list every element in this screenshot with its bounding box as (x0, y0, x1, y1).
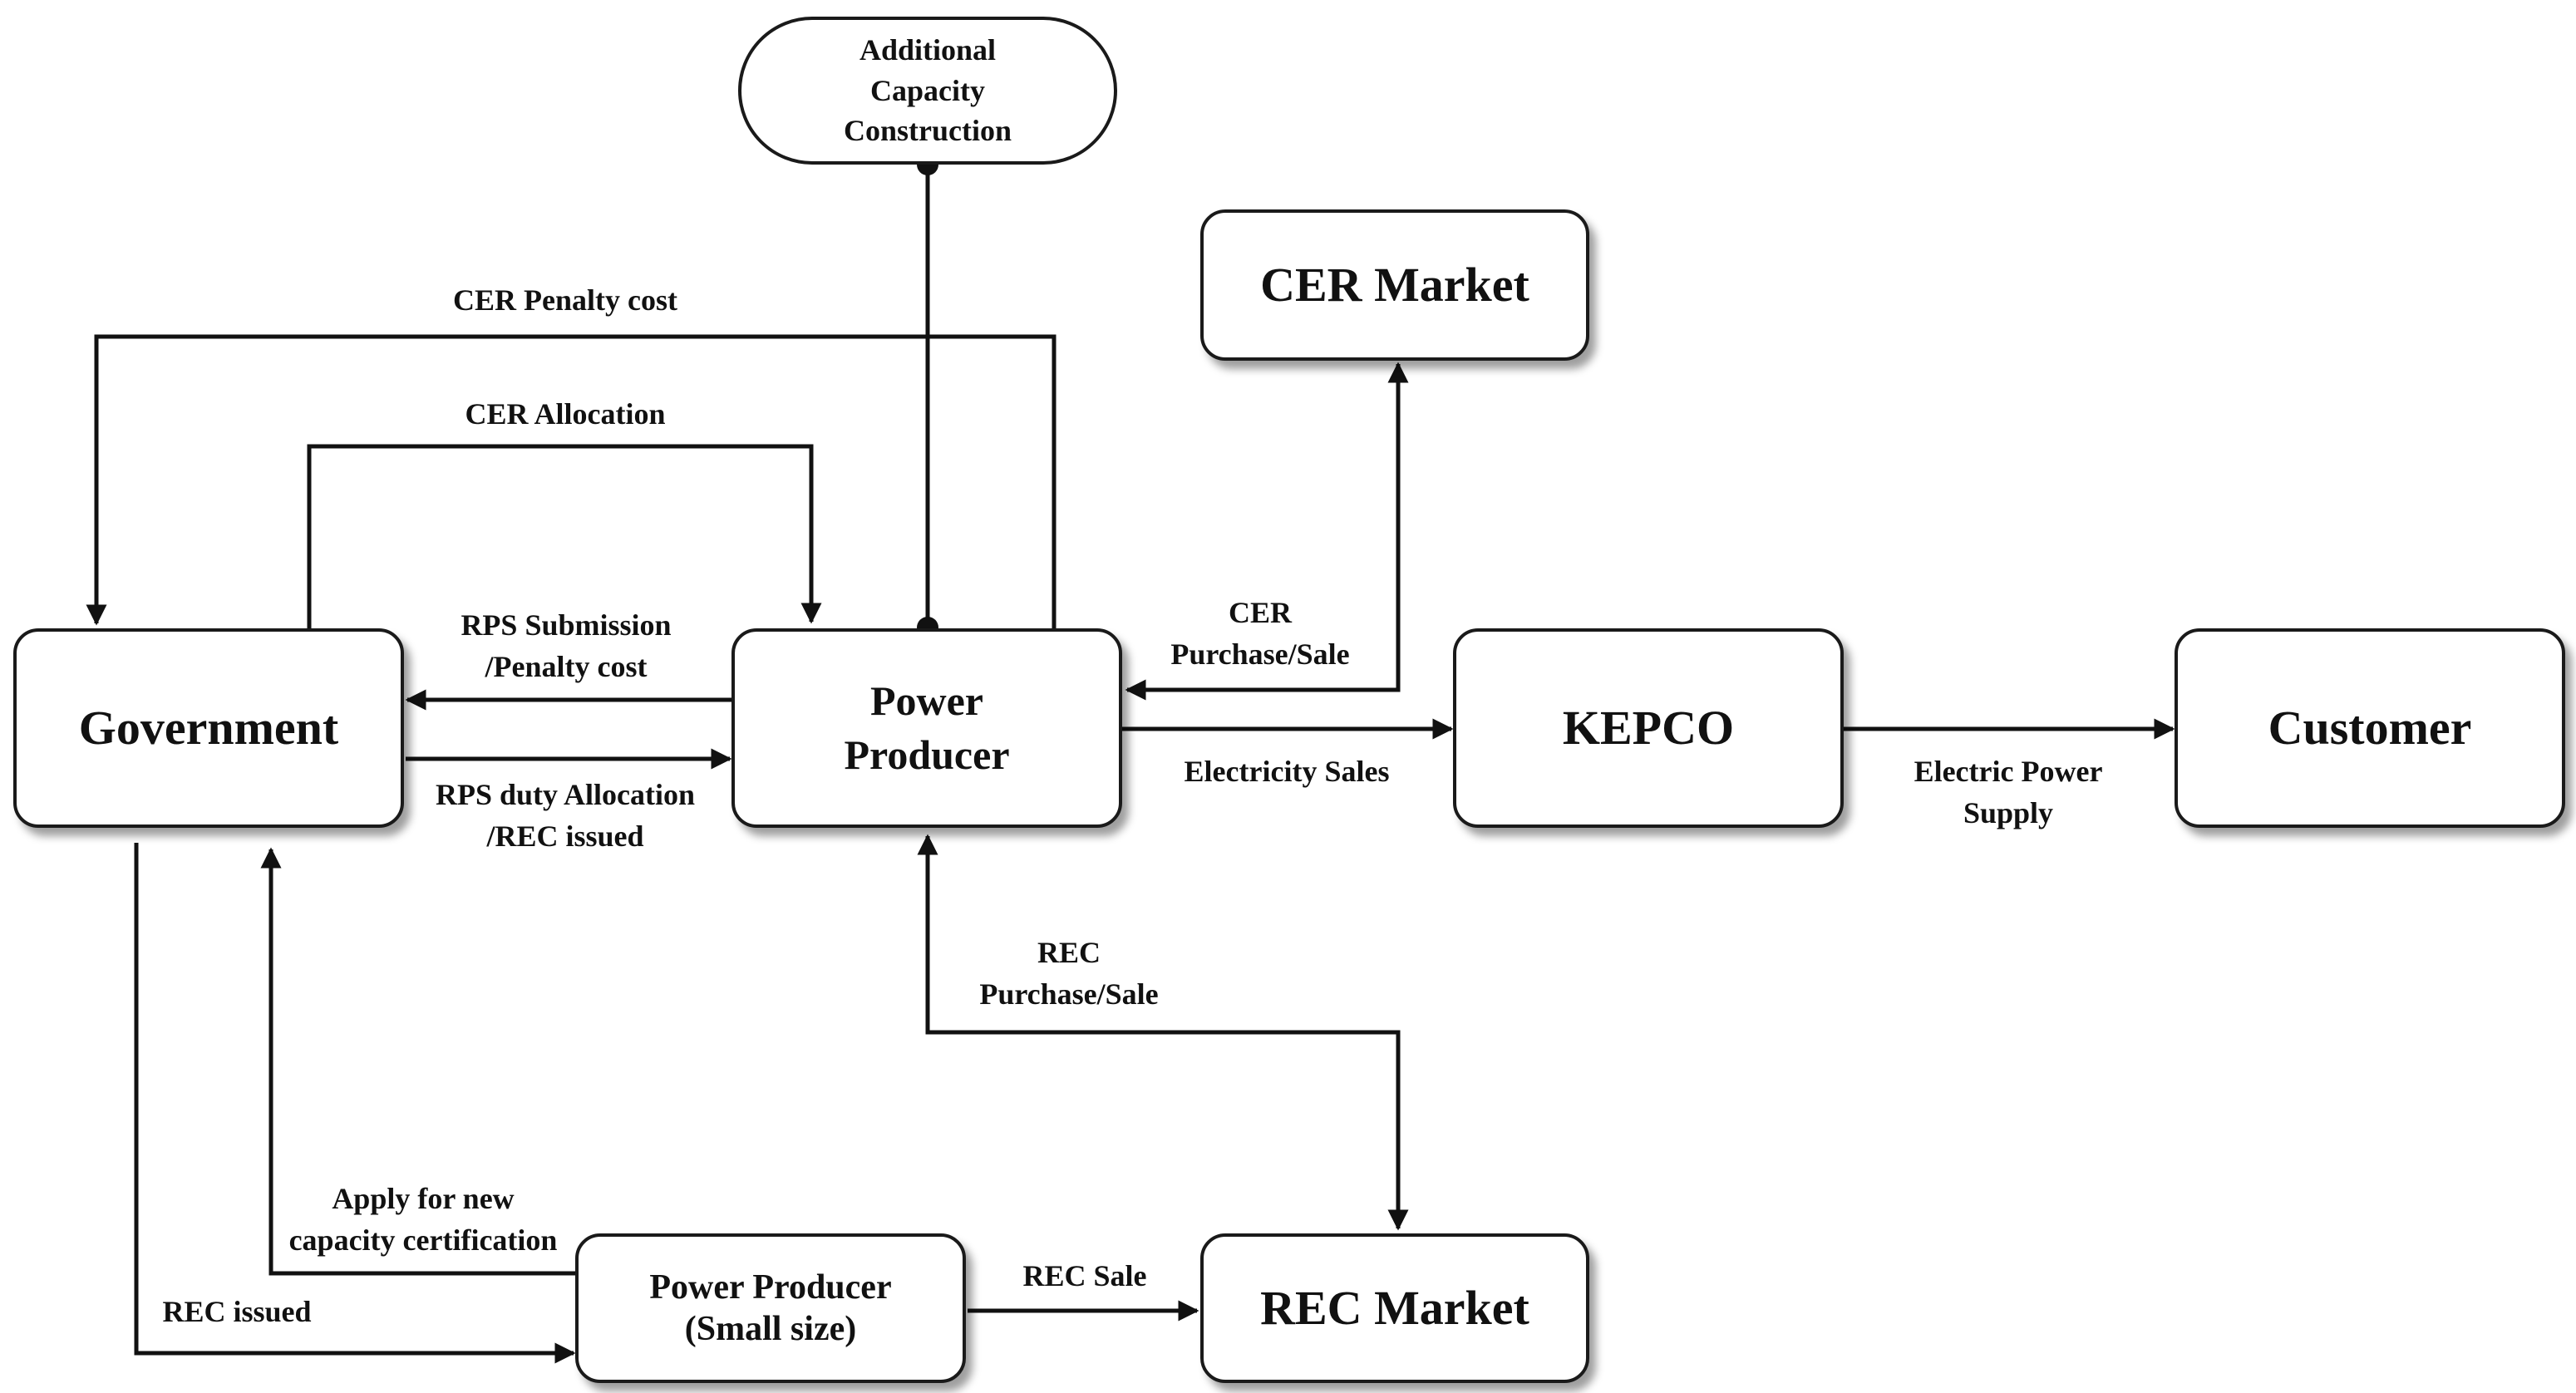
kepco-label: KEPCO (1562, 700, 1735, 755)
rec-issued-text: REC issued (162, 1295, 312, 1328)
kepco-node: KEPCO (1453, 628, 1844, 828)
arrow-rec-issued (134, 843, 576, 1364)
customer-node: Customer (2175, 628, 2565, 828)
electric-power-supply-line-2: Supply (1963, 796, 2054, 829)
arrow-rec-purchase-sale (917, 834, 1409, 1231)
government-label: Government (78, 700, 339, 755)
rec-purchase-sale-line-1: REC (1037, 936, 1101, 969)
power-producer-line-2: Producer (844, 731, 1010, 778)
electric-power-supply-line-1: Electric Power (1914, 755, 2103, 788)
cer-purchase-sale-line-2: Purchase/Sale (1170, 637, 1350, 671)
rec-sale-label: REC Sale (989, 1255, 1180, 1297)
rps-duty-label: RPS duty Allocation /REC issued (399, 774, 731, 857)
rps-submission-label: RPS Submission /Penalty cost (400, 604, 732, 687)
customer-label: Customer (2268, 700, 2472, 755)
rec-market-label: REC Market (1260, 1280, 1529, 1335)
government-node: Government (13, 628, 404, 828)
power-producer-small-node: Power Producer (Small size) (575, 1233, 966, 1383)
arrow-cer-allocation (307, 444, 822, 628)
electric-power-supply-label: Electric Power Supply (1875, 751, 2141, 834)
cer-penalty-cost-label: CER Penalty cost (399, 279, 731, 321)
rps-duty-line-1: RPS duty Allocation (435, 778, 696, 811)
additional-capacity-line-3: Construction (843, 114, 1012, 148)
rps-submission-line-2: /Penalty cost (485, 650, 648, 683)
additional-capacity-node: Additional Capacity Construction (738, 17, 1117, 165)
power-producer-line-1: Power (869, 677, 984, 724)
additional-capacity-line-2: Capacity (870, 73, 985, 107)
cer-allocation-text: CER Allocation (465, 397, 666, 431)
rec-purchase-sale-line-2: Purchase/Sale (979, 977, 1159, 1011)
rec-issued-label: REC issued (141, 1291, 332, 1332)
rec-market-node: REC Market (1200, 1233, 1589, 1383)
cer-market-node: CER Market (1200, 209, 1589, 361)
apply-new-capacity-line-1: Apply for new (332, 1182, 515, 1215)
rec-purchase-sale-label: REC Purchase/Sale (953, 932, 1185, 1015)
cer-market-label: CER Market (1260, 257, 1529, 312)
cer-penalty-cost-text: CER Penalty cost (453, 283, 677, 317)
additional-capacity-line-1: Additional (859, 33, 997, 67)
power-producer-node: Power Producer (731, 628, 1122, 828)
rps-submission-line-1: RPS Submission (461, 608, 672, 642)
electricity-sales-label: Electricity Sales (1154, 751, 1420, 792)
arrow-apply-new-capacity (260, 847, 575, 1276)
power-producer-small-line-2: (Small size) (684, 1310, 857, 1348)
cer-purchase-sale-line-1: CER (1228, 596, 1292, 629)
cer-purchase-sale-label: CER Purchase/Sale (1130, 592, 1390, 675)
rec-sale-text: REC Sale (1022, 1259, 1147, 1292)
apply-new-capacity-line-2: capacity certification (288, 1223, 558, 1257)
power-producer-small-line-1: Power Producer (649, 1267, 892, 1307)
cer-allocation-label: CER Allocation (399, 393, 731, 435)
rps-duty-line-2: /REC issued (486, 820, 644, 853)
arrow-cer-purchase-sale (1125, 362, 1409, 701)
arrow-cer-penalty-cost (86, 334, 1057, 630)
electricity-sales-text: Electricity Sales (1184, 755, 1390, 788)
apply-new-capacity-label: Apply for new capacity certification (261, 1178, 585, 1261)
